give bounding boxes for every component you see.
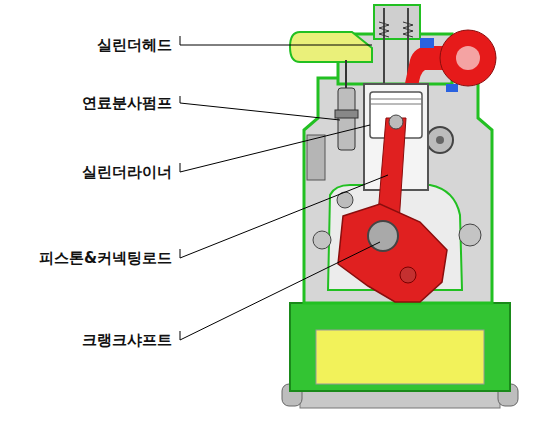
leader-line (180, 125, 370, 172)
part-label: 실린더헤드 (94, 35, 175, 55)
leader-line (180, 242, 380, 340)
oil-sump (316, 330, 484, 384)
engine-frame (304, 78, 492, 303)
piston-ring (370, 104, 422, 105)
side-cover (307, 135, 325, 180)
fuel-pump (338, 88, 355, 150)
exhaust-port (404, 46, 445, 88)
part-label: 크랭크샤프트 (79, 330, 175, 350)
intake-manifold (290, 32, 372, 62)
gear (313, 231, 331, 249)
leader-line (180, 96, 340, 120)
crankpin (368, 221, 398, 251)
crankshaft (338, 204, 447, 302)
exhaust-manifold (440, 30, 496, 86)
exhaust-bore (456, 46, 480, 70)
gear-hub (436, 136, 444, 144)
gear (459, 224, 481, 246)
valve-spring (379, 22, 389, 37)
cooling-water (420, 38, 434, 48)
valve-stem (383, 8, 385, 88)
counterweight-bolt (400, 267, 416, 283)
valve-spring (403, 22, 413, 37)
part-label: 실린더라이너 (79, 162, 175, 182)
fuel-line (345, 60, 347, 88)
part-label: 연료분사펌프 (79, 93, 175, 113)
gudgeon-pin (389, 115, 403, 129)
fuel-pump-collar (335, 110, 358, 118)
leader-line (180, 36, 372, 45)
leader-line (180, 175, 388, 258)
piston-ring (370, 99, 422, 100)
cooling-water (446, 84, 458, 92)
rocker-cover (374, 5, 420, 39)
crankcase (290, 303, 510, 391)
part-label: 피스톤&커넥팅로드 (36, 248, 175, 268)
gear (427, 127, 453, 153)
